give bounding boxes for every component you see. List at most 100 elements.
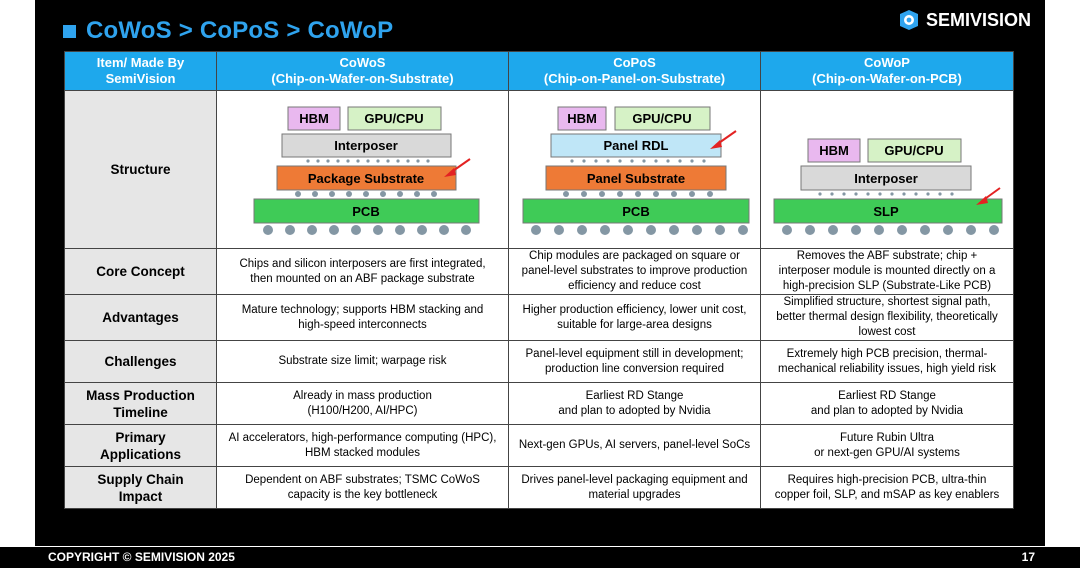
structure-diagram-copos: HBM GPU/CPU Panel RDL Panel Substrate <box>508 90 761 249</box>
cell-line: Future Rubin Ultra <box>840 431 934 444</box>
cell-line: Substrate size limit; warpage risk <box>278 355 447 367</box>
cowop-diagram: HBM GPU/CPU Interposer SLP <box>773 138 1002 235</box>
svg-text:Panel Substrate: Panel Substrate <box>586 171 684 186</box>
cell-line: suitable for large-area designs <box>557 318 712 331</box>
footer: COPYRIGHT © SEMIVISION 2025 17 <box>0 546 1080 568</box>
svg-text:PCB: PCB <box>352 204 379 219</box>
structure-diagram-cowos: HBM GPU/CPU Interposer Package Substrate <box>216 90 509 249</box>
header-line: (Chip-on-Wafer-on-PCB) <box>812 71 962 86</box>
cell-line: efficiency and reduce cost <box>568 280 701 292</box>
table-cell: Higher production efficiency, lower unit… <box>508 294 761 341</box>
header-line: (Chip-on-Wafer-on-Substrate) <box>271 71 454 86</box>
copos-diagram: HBM GPU/CPU Panel RDL Panel Substrate <box>522 106 749 235</box>
table-cell: Drives panel-level packaging equipment a… <box>508 466 761 509</box>
row-label-line: Challenges <box>104 354 177 369</box>
table-cell: Simplified structure, shortest signal pa… <box>760 294 1014 341</box>
cell-line: Earliest RD Stange <box>838 389 936 402</box>
cell-line: capacity is the key bottleneck <box>287 488 438 501</box>
row-label-line: Applications <box>99 446 181 462</box>
header-line: SemiVision <box>105 71 176 86</box>
cell-line: interposer module is mounted directly on… <box>778 265 996 277</box>
svg-text:Interposer: Interposer <box>334 138 398 153</box>
row-label-line: Primary <box>115 429 166 445</box>
svg-text:SLP: SLP <box>873 204 899 219</box>
cell-line: Earliest RD Stange <box>585 389 684 402</box>
cell-line: Dependent on ABF substrates; TSMC CoWoS <box>245 473 480 486</box>
svg-text:PCB: PCB <box>622 204 649 219</box>
svg-text:GPU/CPU: GPU/CPU <box>364 111 423 126</box>
slide-title: CoWoS > CoPoS > CoWoP <box>63 17 393 45</box>
cell-line: Already in mass production <box>293 389 432 402</box>
cell-line: AI accelerators, high-performance comput… <box>228 431 497 444</box>
cell-line: mechanical reliability issues, high yiel… <box>778 362 996 375</box>
cell-line: Extremely high PCB precision, thermal- <box>786 347 988 360</box>
cell-line: Chip modules are packaged on square or <box>529 250 740 262</box>
cell-line: Chips and silicon interposers are first … <box>239 257 486 270</box>
cell-line: and plan to adopted by Nvidia <box>558 404 711 417</box>
table-row: Advantages Mature technology; supports HB… <box>64 294 1014 341</box>
cell-line: high-speed interconnects <box>298 318 427 331</box>
slide: CoWoS > CoPoS > CoWoP SEMIVISION Item/ M… <box>35 0 1045 546</box>
svg-text:HBM: HBM <box>819 143 849 158</box>
structure-diagram-cowop: HBM GPU/CPU Interposer SLP <box>760 90 1014 249</box>
row-label: Core Concept <box>64 248 217 295</box>
header-line: CoWoS <box>339 55 386 70</box>
cell-line: Removes the ABF substrate; chip + <box>796 250 978 262</box>
table-cell: Extremely high PCB precision, thermal-me… <box>760 340 1014 383</box>
svg-text:Panel RDL: Panel RDL <box>603 138 668 153</box>
title-text: CoWoS > CoPoS > CoWoP <box>86 17 394 44</box>
cell-line: HBM stacked modules <box>304 446 421 459</box>
svg-text:HBM: HBM <box>567 111 597 126</box>
cell-line: high-precision SLP (Substrate-Like PCB) <box>782 280 992 292</box>
header-cell: CoPoS(Chip-on-Panel-on-Substrate) <box>508 51 761 91</box>
cowos-diagram: HBM GPU/CPU Interposer Package Substrate <box>253 106 479 235</box>
logo-text: SEMIVISION <box>925 9 1031 30</box>
cell-line: Drives panel-level packaging equipment a… <box>521 473 748 486</box>
cell-line: or next-gen GPU/AI systems <box>814 446 960 459</box>
header-line: (Chip-on-Panel-on-Substrate) <box>543 71 726 86</box>
microbumps <box>305 159 430 163</box>
svg-text:Package Substrate: Package Substrate <box>307 171 423 186</box>
table-cell: Mature technology; supports HBM stacking… <box>216 294 509 341</box>
logo: SEMIVISION <box>898 9 1031 31</box>
svg-text:GPU/CPU: GPU/CPU <box>632 111 691 126</box>
cell-line: Requires high-precision PCB, ultra-thin <box>787 473 987 486</box>
row-label: Structure <box>64 90 217 249</box>
cell-line: Higher production efficiency, lower unit… <box>522 303 747 316</box>
page-number: 17 <box>1021 550 1035 564</box>
row-label-line: Supply Chain <box>97 471 184 487</box>
row-label-line: Impact <box>118 488 163 504</box>
cell-line: Mature technology; supports HBM stacking… <box>241 303 484 316</box>
table-cell: AI accelerators, high-performance comput… <box>216 424 509 467</box>
header-cell: CoWoP(Chip-on-Wafer-on-PCB) <box>760 51 1014 91</box>
table-cell: Earliest RD Stange and plan to adopted by… <box>508 382 761 425</box>
table-cell: Future Rubin Ultra or next-gen GPU/AI sys… <box>760 424 1014 467</box>
cell-line: lowest cost <box>858 326 916 338</box>
cell-line: panel-level substrates to improve produc… <box>521 265 748 277</box>
cell-line: better thermal design flexibility, theor… <box>776 311 998 323</box>
table-cell: Panel-level equipment still in developme… <box>508 340 761 383</box>
semivision-logo-icon <box>899 10 918 30</box>
header-line: Item/ Made By <box>96 55 185 70</box>
table-cell: Next-gen GPUs, AI servers, panel-level S… <box>508 424 761 467</box>
table-row: Core Concept Chips and silicon interposer… <box>64 248 1014 295</box>
cell-line: (H100/H200, AI/HPC) <box>307 404 418 417</box>
svg-text:HBM: HBM <box>299 111 329 126</box>
cell-line: Next-gen GPUs, AI servers, panel-level S… <box>518 439 751 451</box>
cell-line: then mounted on an ABF package substrate <box>250 272 475 285</box>
table-cell: Substrate size limit; warpage risk <box>216 340 509 383</box>
table-row: Challenges Substrate size limit; warpage … <box>64 340 1014 383</box>
row-label-line: Timeline <box>113 404 168 420</box>
row-label-line: Advantages <box>102 310 179 325</box>
table-cell: Chips and silicon interposers are first … <box>216 248 509 295</box>
